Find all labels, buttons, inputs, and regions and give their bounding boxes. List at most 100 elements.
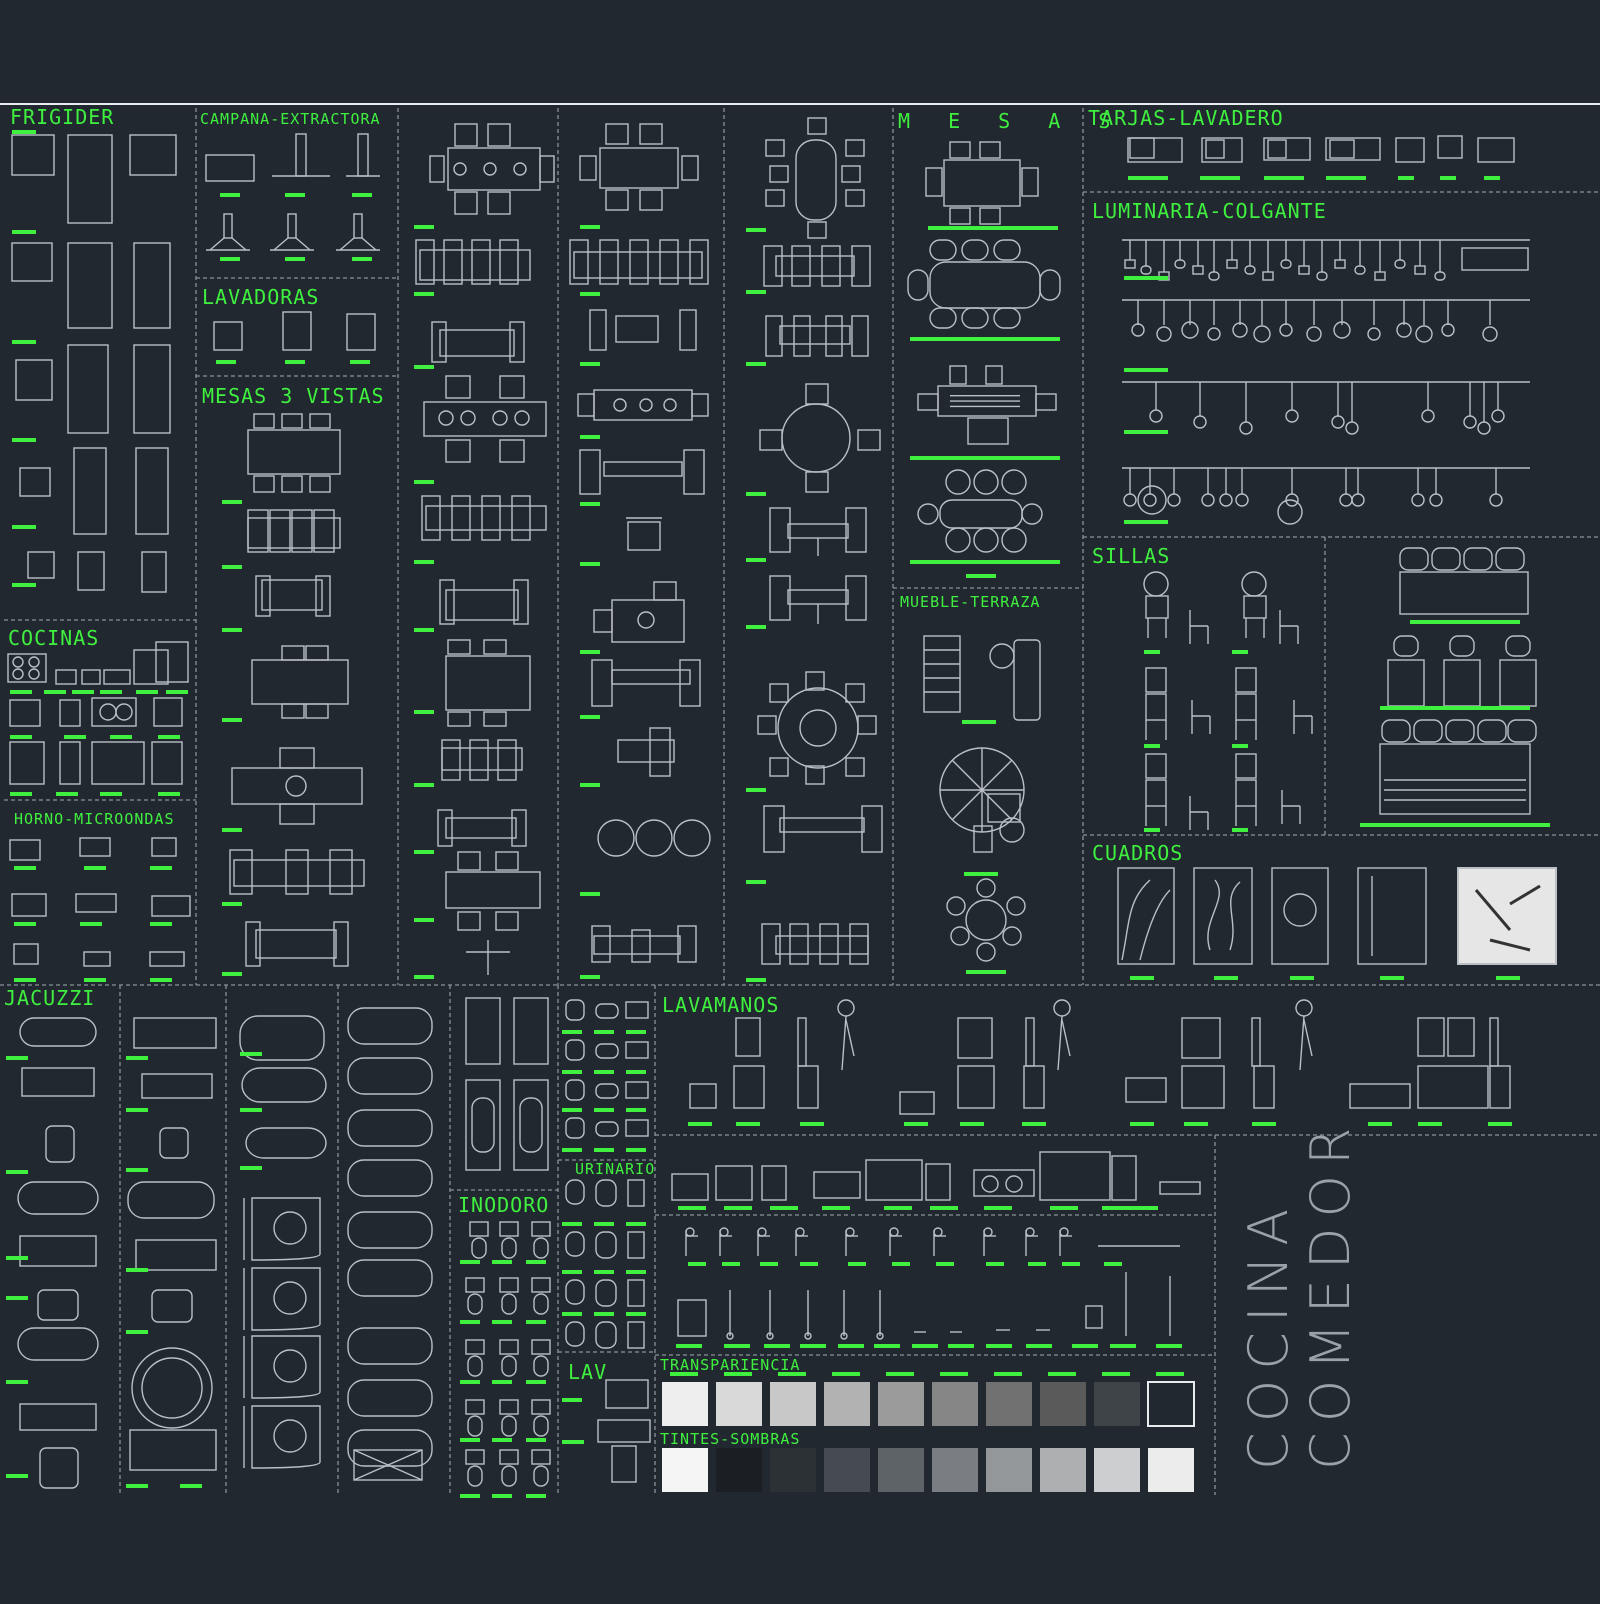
chair-block <box>769 683 789 703</box>
chair-block <box>929 307 957 329</box>
table-centerpiece <box>285 775 307 797</box>
caption-mark <box>220 257 240 261</box>
caption-mark <box>414 560 434 564</box>
oven-block <box>11 893 47 917</box>
hood-block <box>231 237 247 251</box>
caption-mark <box>1144 828 1160 832</box>
stove-block <box>91 741 145 785</box>
table-centerpiece <box>799 709 837 747</box>
pendant-lamp <box>1489 493 1503 507</box>
caption-mark <box>580 783 600 787</box>
bathtub-block <box>19 1017 97 1047</box>
chair-block <box>281 475 303 493</box>
tint-swatch <box>824 1448 870 1492</box>
washbasin-block <box>899 1091 935 1115</box>
counter-block <box>671 1173 709 1201</box>
person-figure <box>837 999 855 1017</box>
place-setting <box>453 162 467 176</box>
chair-block <box>973 527 999 553</box>
chair-block <box>1241 571 1267 597</box>
chair-block <box>253 475 275 493</box>
pendant-lamp <box>1333 321 1351 339</box>
chair-block <box>511 809 527 847</box>
shower-head <box>840 1332 848 1340</box>
toilet-block <box>465 1277 485 1293</box>
pendant-lamp <box>1226 259 1238 269</box>
washbasin-block <box>1025 1017 1035 1067</box>
caption-mark <box>10 690 32 694</box>
sink-block <box>1127 137 1183 163</box>
table-side-view <box>425 505 547 531</box>
caption-mark <box>136 690 158 694</box>
oven-block <box>79 837 111 857</box>
caption-mark <box>1130 1122 1154 1126</box>
pendant-lamp <box>1345 421 1359 435</box>
hood-block <box>295 237 311 251</box>
caption-mark <box>220 193 240 197</box>
caption-mark <box>414 783 434 787</box>
caption-mark <box>414 628 434 632</box>
hood-block <box>223 213 233 239</box>
caption-mark <box>562 1270 582 1274</box>
caption-mark <box>886 1372 914 1376</box>
caption-mark <box>1144 744 1160 748</box>
stove-block <box>133 649 169 685</box>
caption-mark <box>580 892 600 896</box>
shower-head <box>726 1332 734 1340</box>
washbasin-block <box>1489 1065 1511 1109</box>
toilet-block <box>467 1355 483 1377</box>
pendant-lamp <box>1463 415 1477 429</box>
chair-block <box>763 245 783 287</box>
chair-block <box>495 851 519 871</box>
basin-block <box>595 1083 619 1099</box>
pendant-lamp <box>1124 259 1136 269</box>
caption-mark <box>746 625 766 629</box>
lounger-block <box>923 635 961 713</box>
transparency-swatch <box>662 1382 708 1426</box>
caption-mark <box>222 500 242 504</box>
chair-block <box>976 942 996 962</box>
chair-block <box>819 923 839 965</box>
pendant-lamp <box>1207 327 1221 341</box>
chair-block <box>949 365 967 385</box>
pendant-lamp <box>1331 415 1345 429</box>
picture-frame <box>1457 867 1557 965</box>
caption-mark <box>84 866 106 870</box>
caption-mark <box>350 360 370 364</box>
toilet-block <box>467 1293 483 1315</box>
pendant-lamp <box>1123 493 1137 507</box>
stove-block <box>103 669 131 685</box>
transparency-swatch <box>824 1382 870 1426</box>
caption-mark <box>960 1122 984 1126</box>
caption-mark <box>100 690 122 694</box>
caption-mark <box>414 710 434 714</box>
burner <box>28 656 40 668</box>
caption-mark <box>12 583 36 587</box>
toilet-block <box>531 1399 551 1415</box>
urinal-block <box>627 1231 645 1259</box>
chair-block <box>1443 659 1481 707</box>
chair-block <box>946 896 966 916</box>
caption-mark <box>6 1170 28 1174</box>
chair-block <box>1431 547 1461 571</box>
chair-block <box>993 307 1021 329</box>
washer-block <box>213 321 243 351</box>
pendant-lamp <box>1280 259 1292 269</box>
caption-mark <box>746 290 766 294</box>
caption-mark <box>736 1122 760 1126</box>
caption-mark <box>100 792 122 796</box>
table-top-view <box>943 159 1021 207</box>
faucet-block <box>983 1227 993 1237</box>
refrigerator-block <box>133 242 171 329</box>
bathtub-block <box>45 1125 75 1163</box>
refrigerator-block <box>67 242 113 329</box>
refrigerator-block <box>19 467 51 497</box>
caption-mark <box>1130 976 1154 980</box>
caption-mark <box>562 1440 584 1444</box>
table-side-view <box>233 859 365 887</box>
toilet-block <box>499 1277 519 1293</box>
washbasin-block <box>1253 1065 1275 1109</box>
table-side-view <box>255 929 337 959</box>
lounge-chair-top <box>635 819 673 857</box>
